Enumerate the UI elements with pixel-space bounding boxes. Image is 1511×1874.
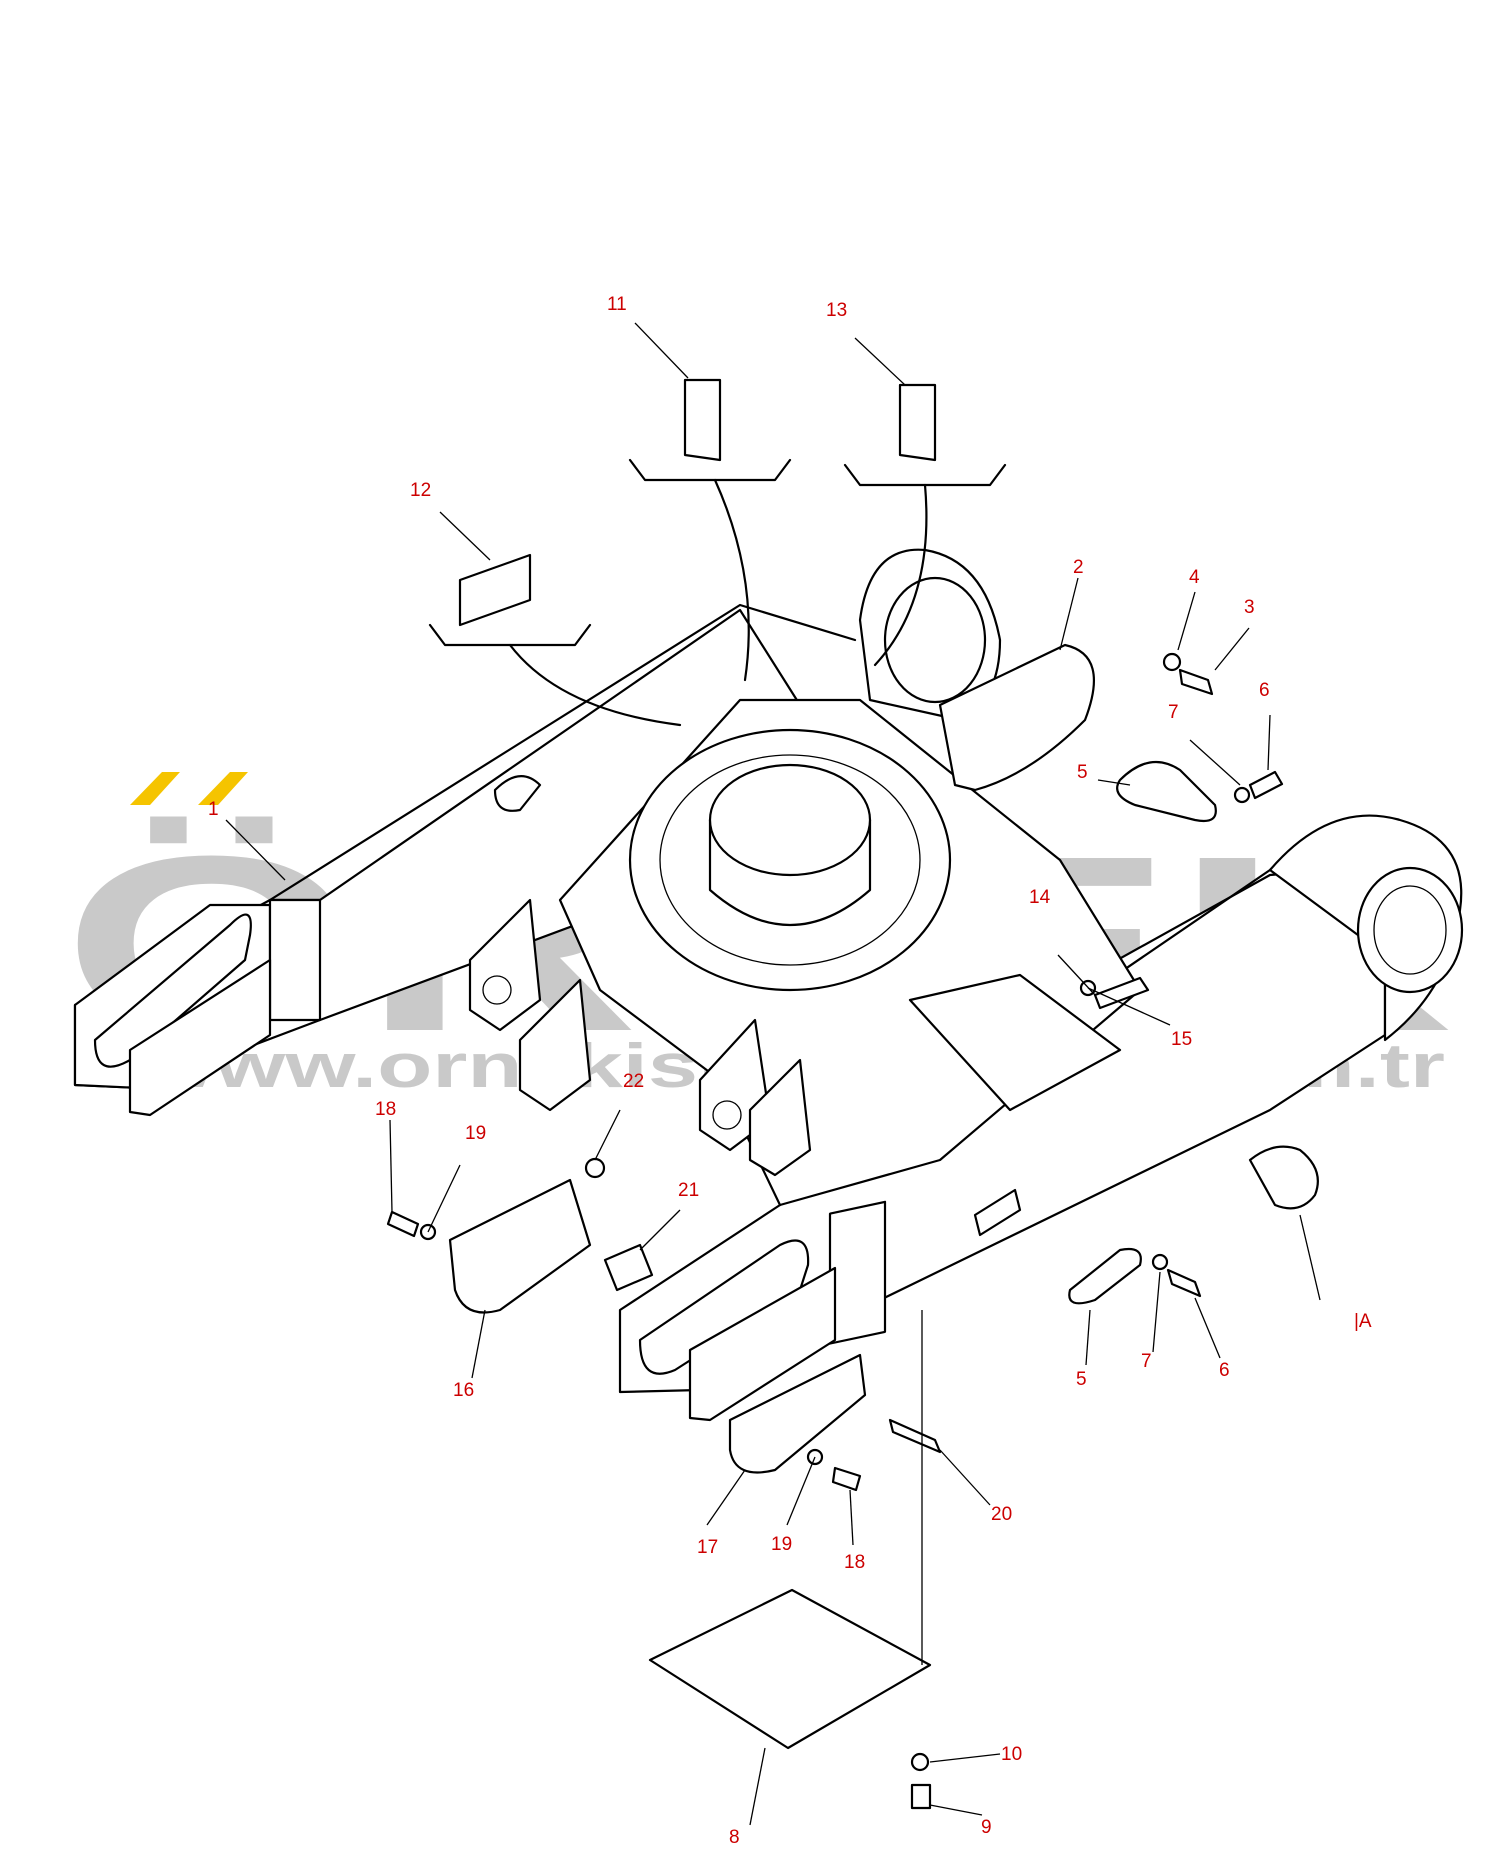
bolt-6-lower [1166,1268,1202,1298]
callout-20: 20 [991,1504,1012,1525]
side-cover-2 [938,643,1096,792]
callout-5-upper: 5 [1077,762,1088,783]
boom-lug-left [468,898,542,1032]
callout-18-left: 18 [375,1099,396,1120]
callout-6-upper: 6 [1259,680,1270,701]
left-beam-top-edge [268,603,857,902]
washer-4 [1162,652,1182,672]
shim-12-arrow [508,643,682,727]
boom-lug-far [748,1058,812,1177]
callout-2: 2 [1073,557,1084,578]
shoe-guide-16 [448,1178,592,1314]
deck-opening [908,973,1122,1112]
right-sprocket-inner [1373,885,1447,975]
shim-11-bracket [628,458,792,482]
leader-lines [225,322,1321,1826]
watermark-accent-left [130,772,180,805]
callout-11: 11 [607,294,627,315]
under-cover-8 [648,1588,932,1750]
shim-12-bracket [428,623,592,647]
callout-5-lower: 5 [1076,1369,1087,1390]
boom-lug-center [518,978,592,1112]
shim-11 [683,378,722,462]
callout-4: 4 [1189,567,1200,588]
bolt-20 [888,1418,942,1454]
washer-7-upper [1233,786,1251,804]
pin-21 [603,1243,654,1292]
callout-13: 13 [826,300,847,321]
bolt-9 [910,1783,932,1810]
washer-10 [910,1752,930,1772]
bolt-3 [1178,668,1214,696]
left-guide-rail [128,958,272,1117]
callout-15: 15 [1171,1029,1192,1050]
shim-13-bracket [843,463,1007,487]
callouts: 1 2 3 4 5 5 6 6 7 7 8 9 10 11 12 13 14 1… [208,294,1372,1848]
washer-7-lower [1151,1253,1169,1271]
callout-19-left: 19 [465,1123,486,1144]
bolt-6-upper [1248,770,1284,800]
slewing-ring-inner [659,754,921,966]
frame-assembly [73,548,1464,1422]
bolt-14 [1093,976,1150,1010]
right-beam-collar [828,1200,887,1345]
bolt-18-lower [831,1466,862,1492]
right-guide-rail [688,1266,837,1422]
shim-11-arrow [713,478,750,682]
nut-22 [584,1157,606,1179]
callout-16: 16 [453,1380,474,1401]
callout-8: 8 [729,1827,740,1848]
callout-21: 21 [678,1180,699,1201]
cover-plate-5-lower [1068,1247,1142,1305]
shim-13-arrow [873,483,928,667]
bumper-A [1248,1145,1319,1210]
callout-17: 17 [697,1537,718,1558]
left-idler-slot [93,913,252,1068]
callout-22: 22 [623,1071,644,1092]
left-beam-collar [268,898,322,1022]
shim-12 [458,553,532,627]
callout-1: 1 [208,799,219,820]
boom-lug-right-hole [712,1100,742,1130]
watermark-accent-right [198,772,248,805]
callout-18-lower: 18 [844,1552,865,1573]
shim-13 [898,383,937,462]
bolt-18-left [386,1210,420,1238]
cover-plate-5-upper [1116,760,1217,823]
callout-6-lower: 6 [1219,1360,1230,1381]
callout-14: 14 [1029,887,1051,908]
callout-12: 12 [410,480,431,501]
callout-10: 10 [1001,1744,1022,1765]
right-beam-slot [973,1188,1022,1237]
callout-7-lower: 7 [1141,1351,1152,1372]
callout-A: |A [1354,1311,1372,1332]
callout-7-upper: 7 [1168,702,1179,723]
callout-19-lower: 19 [771,1534,792,1555]
left-sprocket-bore [883,576,987,704]
center-tube-top [708,763,872,877]
shoe-guide-17 [728,1353,867,1474]
callout-3: 3 [1244,597,1255,618]
left-beam-slot [493,775,542,812]
boom-lug-left-hole [482,975,512,1005]
callout-9: 9 [981,1817,992,1838]
